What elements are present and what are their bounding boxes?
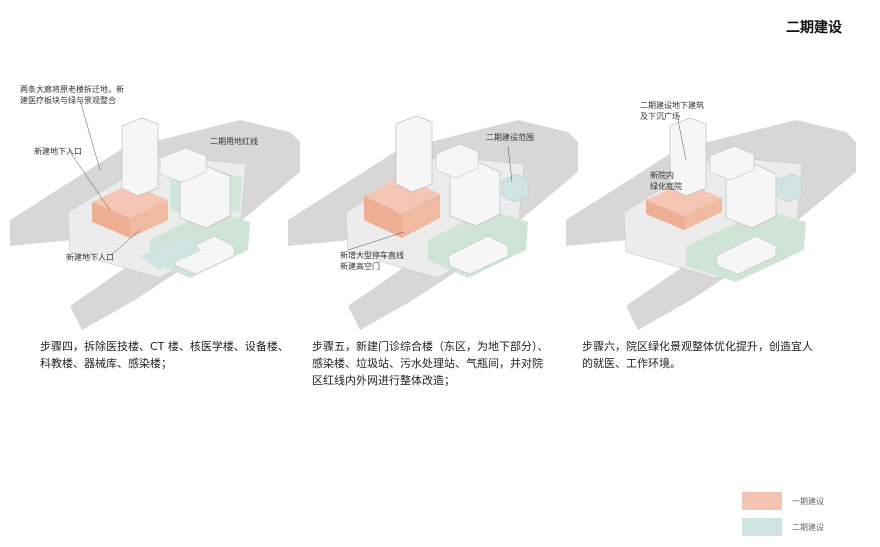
tower-building [121, 117, 159, 197]
low-building [435, 143, 479, 179]
curved-building [173, 235, 235, 275]
curved-building [447, 235, 509, 275]
legend-label: 一期建设 [792, 497, 824, 506]
page-title: 二期建设 [786, 20, 842, 36]
callout-label: 二期建设地下建筑 及下沉广场 [640, 101, 704, 121]
diagram-step-6: 二期建设地下建筑 及下沉广场 新院内 绿化庭院 [566, 60, 856, 330]
leader-line [69, 151, 111, 211]
step-caption: 步骤五，新建门诊综合楼（东区，为地下部分）、 感染楼、垃圾站、污水处理站、气瓶间… [312, 340, 549, 387]
new-building-side [402, 194, 440, 238]
service-block [775, 173, 803, 203]
new-building-side [684, 198, 722, 230]
leader-line [677, 119, 687, 161]
axonometric-site-plan-step-5 [288, 115, 578, 330]
underground-zone [140, 238, 202, 270]
callout-label: 新院内 绿化庭院 [650, 171, 682, 191]
legend-swatch-blue [742, 518, 782, 536]
curved-building [715, 235, 777, 275]
leader-line [507, 145, 513, 183]
step-caption: 步骤四，拆除医技楼、CT 楼、核医学楼、设备楼、 科教楼、器械库、感染楼； [40, 340, 289, 370]
new-building-front [364, 196, 402, 238]
diagram-step-5: 二期建设范围 新增大型停车直线 新建高空门 [288, 60, 578, 330]
courtyard-green [646, 182, 722, 216]
leader-line [109, 229, 141, 257]
new-building-roof [92, 184, 168, 218]
legend-swatch-pink [742, 492, 782, 510]
tower-building [395, 115, 433, 193]
callout-label: 二期建设范围 [486, 133, 534, 142]
step-caption: 步骤六，院区绿化景观整体优化提升，创造宜人 的就医、工作环境。 [582, 340, 813, 370]
callout-label: 新增大型停车直线 新建高空门 [340, 251, 404, 271]
axonometric-site-plan-step-4 [10, 99, 300, 330]
low-building [709, 145, 755, 181]
tower-building [669, 117, 707, 197]
new-building-side [130, 200, 168, 238]
leader-line [79, 99, 101, 171]
callout-label: 两条大廊将原老楼拆迁地，新 建医疗板块与绿与景观整合 [20, 85, 124, 105]
callout-label: 新建地下人口 [66, 253, 114, 262]
callout-label: 新建地下入口 [34, 147, 82, 156]
new-service-block [501, 173, 529, 203]
leader-line [347, 231, 405, 251]
new-building-front [92, 202, 130, 238]
low-building [159, 147, 207, 183]
callout-label: 二期用地红线 [210, 137, 258, 146]
diagram-step-4: 两条大廊将原老楼拆迁地，新 建医疗板块与绿与景观整合 新建地下入口 二期用地红线… [10, 60, 300, 330]
new-building-front [646, 200, 684, 230]
legend-label: 二期建设 [792, 523, 824, 532]
axonometric-site-plan-step-6 [566, 117, 856, 330]
